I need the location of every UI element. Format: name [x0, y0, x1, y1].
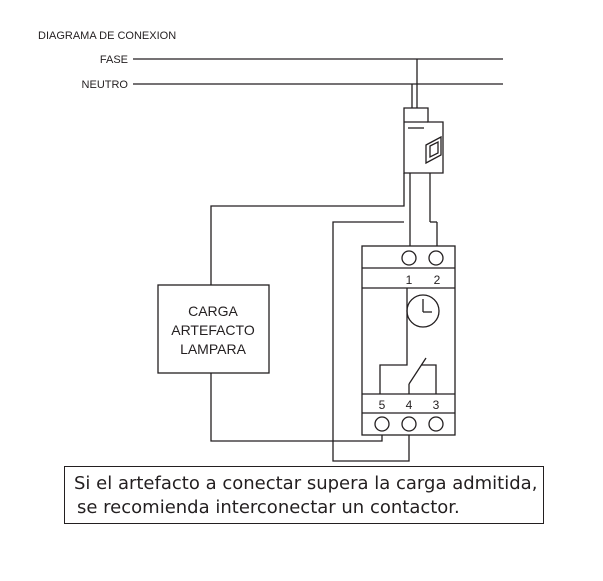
terminal-4-screw: [401, 416, 417, 432]
note-line-2: se recomienda interconectar un contactor…: [77, 497, 460, 518]
phase-label: FASE: [100, 54, 128, 66]
circuit-breaker-icon: [403, 107, 444, 174]
terminal-3-screw: [428, 416, 444, 432]
terminal-1-label: 1: [406, 273, 413, 287]
terminal-2-screw: [428, 250, 444, 266]
diagram-title: DIAGRAMA DE CONEXION: [38, 30, 176, 42]
load-label-3: LAMPARA: [180, 341, 247, 357]
terminal-3-label: 3: [433, 398, 440, 412]
terminal-5-screw: [374, 416, 390, 432]
note-line-1: Si el artefacto a conectar supera la car…: [74, 473, 538, 494]
neutral-label: NEUTRO: [82, 79, 129, 91]
neutral-return-wire: [332, 221, 410, 462]
load-label-1: CARGA: [188, 303, 238, 319]
terminal-5-label: 5: [379, 398, 386, 412]
load-label-2: ARTEFACTO: [171, 322, 255, 338]
terminal-2-label: 2: [434, 273, 441, 287]
timer-module: [361, 245, 456, 436]
load-box: [157, 284, 270, 374]
phase-to-load-wire: [210, 173, 405, 285]
recommendation-note: Si el artefacto a conectar supera la car…: [64, 466, 544, 524]
load-to-terminal-5-wire: [210, 373, 383, 442]
terminal-1-screw: [401, 250, 417, 266]
terminal-4-label: 4: [406, 398, 413, 412]
relay-contact-icon: [379, 288, 437, 394]
